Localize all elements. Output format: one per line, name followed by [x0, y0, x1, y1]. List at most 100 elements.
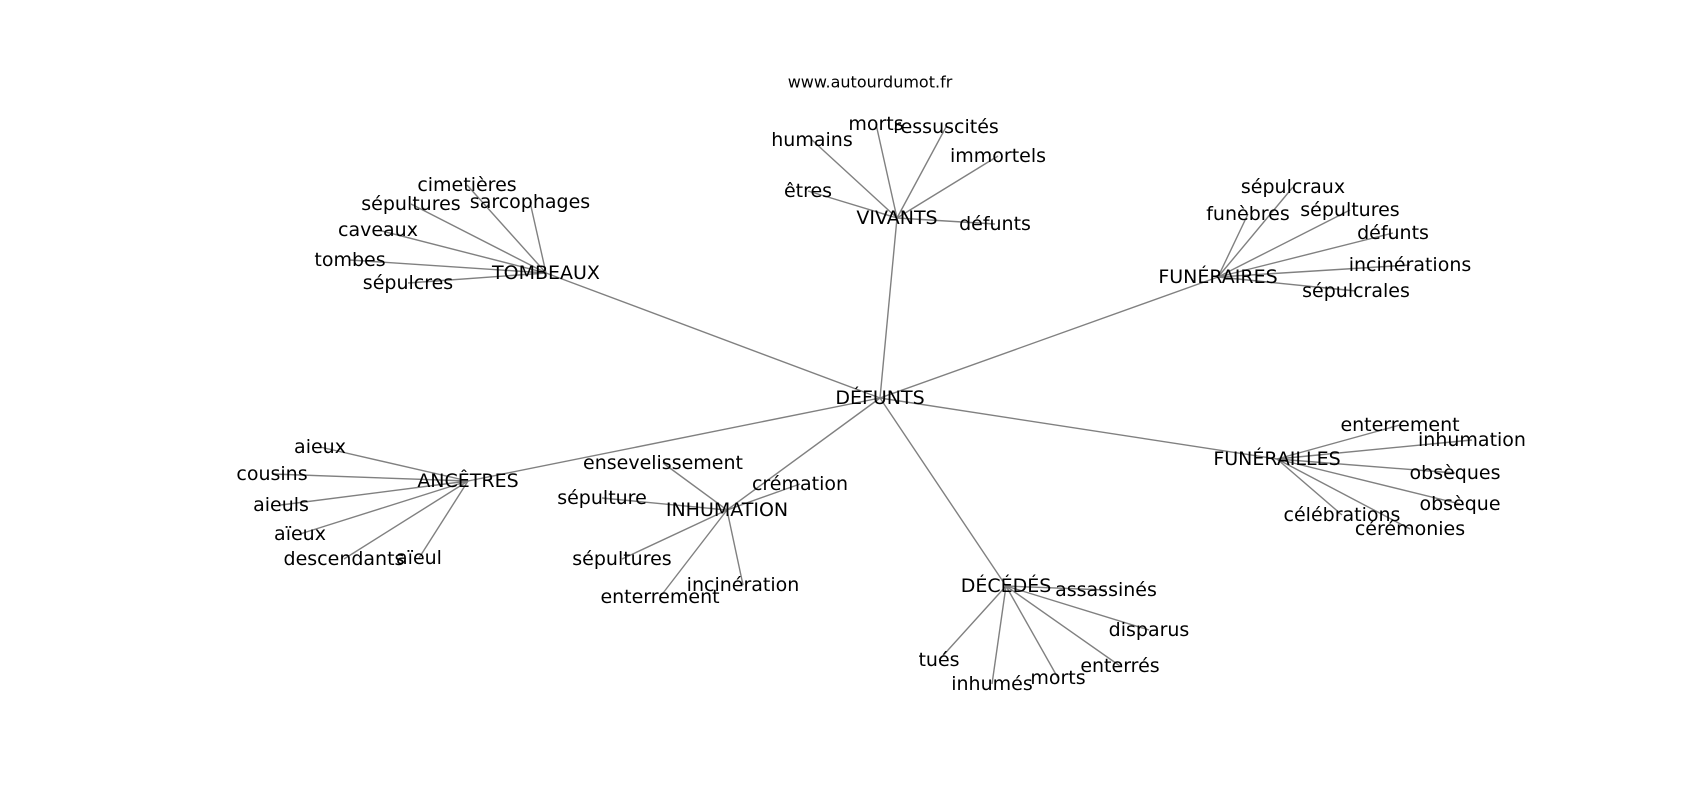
- edge-center-decedes: [879, 397, 1007, 587]
- word-node: sépulcrales: [1302, 280, 1410, 302]
- edge-funeraires-4: [1217, 264, 1411, 278]
- edge-vivants-3: [896, 155, 999, 219]
- word-node: inhumation: [1418, 429, 1526, 451]
- word-node: sépulcraux: [1241, 176, 1345, 198]
- edge-center-funeraires: [879, 276, 1219, 399]
- graph-edges: [271, 123, 1473, 685]
- source-label: www.autourdumot.fr: [788, 73, 953, 92]
- word-node: crémation: [752, 473, 848, 495]
- edge-vivants-4: [807, 190, 898, 219]
- edge-inhumation-2: [601, 497, 728, 511]
- edge-ancetres-0: [319, 446, 469, 482]
- edge-funerailles-4: [1276, 458, 1343, 516]
- center-node: DÉFUNTS: [835, 386, 924, 409]
- word-node: sépultures: [1300, 199, 1399, 221]
- edge-funerailles-0: [1276, 424, 1401, 460]
- word-node: inhumés: [951, 673, 1033, 695]
- edge-vivants-5: [896, 217, 996, 225]
- edge-ancetres-4: [343, 480, 469, 560]
- edge-decedes-3: [1005, 585, 1059, 679]
- edge-tombeaux-4: [349, 259, 547, 274]
- cluster-node-funerailles: FUNÉRAILLES: [1213, 447, 1340, 470]
- word-node: obsèque: [1419, 493, 1500, 515]
- word-node: funèbres: [1206, 203, 1290, 225]
- word-node: caveaux: [338, 219, 418, 241]
- word-node: sépulcres: [363, 272, 453, 294]
- word-node: sépultures: [361, 193, 460, 215]
- word-node: humains: [771, 129, 852, 151]
- edge-vivants-2: [896, 126, 947, 219]
- edge-funeraires-2: [1217, 209, 1351, 278]
- word-node: obsèques: [1410, 462, 1501, 484]
- word-node: sépultures: [572, 548, 671, 570]
- edge-funerailles-5: [1276, 458, 1411, 530]
- word-node: cérémonies: [1355, 518, 1465, 540]
- edge-funeraires-0: [1217, 186, 1294, 278]
- edge-center-tombeaux: [545, 272, 881, 399]
- edge-ancetres-5: [418, 480, 469, 559]
- word-node: incinérations: [1349, 254, 1472, 276]
- edge-tombeaux-2: [529, 201, 547, 274]
- word-node: défunts: [959, 213, 1031, 235]
- word-node: enterrés: [1080, 655, 1159, 677]
- edge-decedes-0: [1005, 585, 1107, 591]
- edge-inhumation-1: [726, 483, 801, 511]
- word-node: sépulture: [557, 487, 647, 509]
- edge-center-vivants: [879, 217, 898, 399]
- edge-center-funerailles: [879, 397, 1278, 460]
- word-node: enterrement: [1340, 414, 1459, 436]
- word-node: incinération: [687, 574, 800, 596]
- word-node: aieuls: [253, 494, 309, 516]
- edge-center-ancetres: [467, 397, 881, 482]
- word-node: descendants: [284, 548, 405, 570]
- word-node: aïeul: [396, 547, 442, 569]
- edge-inhumation-5: [726, 509, 744, 586]
- edge-center-inhumation: [726, 397, 881, 511]
- word-node: morts: [848, 113, 903, 135]
- cluster-node-decedes: DÉCÉDÉS: [961, 574, 1052, 597]
- edge-funerailles-1: [1276, 439, 1473, 460]
- cluster-node-vivants: VIVANTS: [856, 207, 937, 229]
- word-node: cousins: [236, 463, 307, 485]
- cluster-node-tombeaux: TOMBEAUX: [491, 262, 600, 284]
- word-node: ensevelissement: [583, 452, 743, 474]
- word-node: célébrations: [1284, 504, 1401, 526]
- edge-vivants-0: [811, 139, 898, 219]
- word-node: tués: [918, 649, 959, 671]
- edge-vivants-1: [875, 123, 898, 219]
- edge-tombeaux-3: [377, 229, 547, 274]
- edge-tombeaux-1: [410, 203, 547, 274]
- edge-ancetres-1: [271, 473, 469, 482]
- cluster-node-inhumation: INHUMATION: [666, 499, 788, 521]
- edge-decedes-5: [938, 585, 1007, 661]
- edge-ancetres-2: [280, 480, 469, 506]
- graph-nodes: DÉFUNTSVIVANTShumainsmortsressuscitésimm…: [236, 113, 1526, 695]
- cluster-node-funeraires: FUNÉRAIRES: [1158, 265, 1277, 288]
- word-node: aïeux: [274, 523, 326, 545]
- edge-decedes-4: [991, 585, 1007, 685]
- cluster-node-ancetres: ANCÊTRES: [417, 469, 518, 492]
- word-node: cimetières: [417, 174, 516, 196]
- word-node: tombes: [314, 249, 385, 271]
- edge-tombeaux-5: [407, 272, 547, 284]
- word-node: disparus: [1109, 619, 1190, 641]
- edge-inhumation-4: [659, 509, 728, 598]
- word-node: morts: [1030, 667, 1085, 689]
- edge-funeraires-3: [1217, 232, 1394, 278]
- word-node: êtres: [784, 180, 832, 202]
- edge-decedes-1: [1005, 585, 1150, 631]
- edge-ancetres-3: [299, 480, 469, 535]
- edge-funerailles-2: [1276, 458, 1456, 474]
- edge-funeraires-1: [1217, 213, 1249, 278]
- word-node: assassinés: [1055, 579, 1157, 601]
- word-node: sarcophages: [470, 191, 590, 213]
- edge-funerailles-3: [1276, 458, 1461, 505]
- edge-funeraires-5: [1217, 276, 1357, 292]
- word-node: défunts: [1357, 222, 1429, 244]
- word-node: immortels: [950, 145, 1046, 167]
- word-node: enterrement: [600, 586, 719, 608]
- edge-inhumation-3: [621, 509, 728, 560]
- edge-inhumation-0: [662, 462, 728, 511]
- word-node: ressuscités: [893, 116, 999, 138]
